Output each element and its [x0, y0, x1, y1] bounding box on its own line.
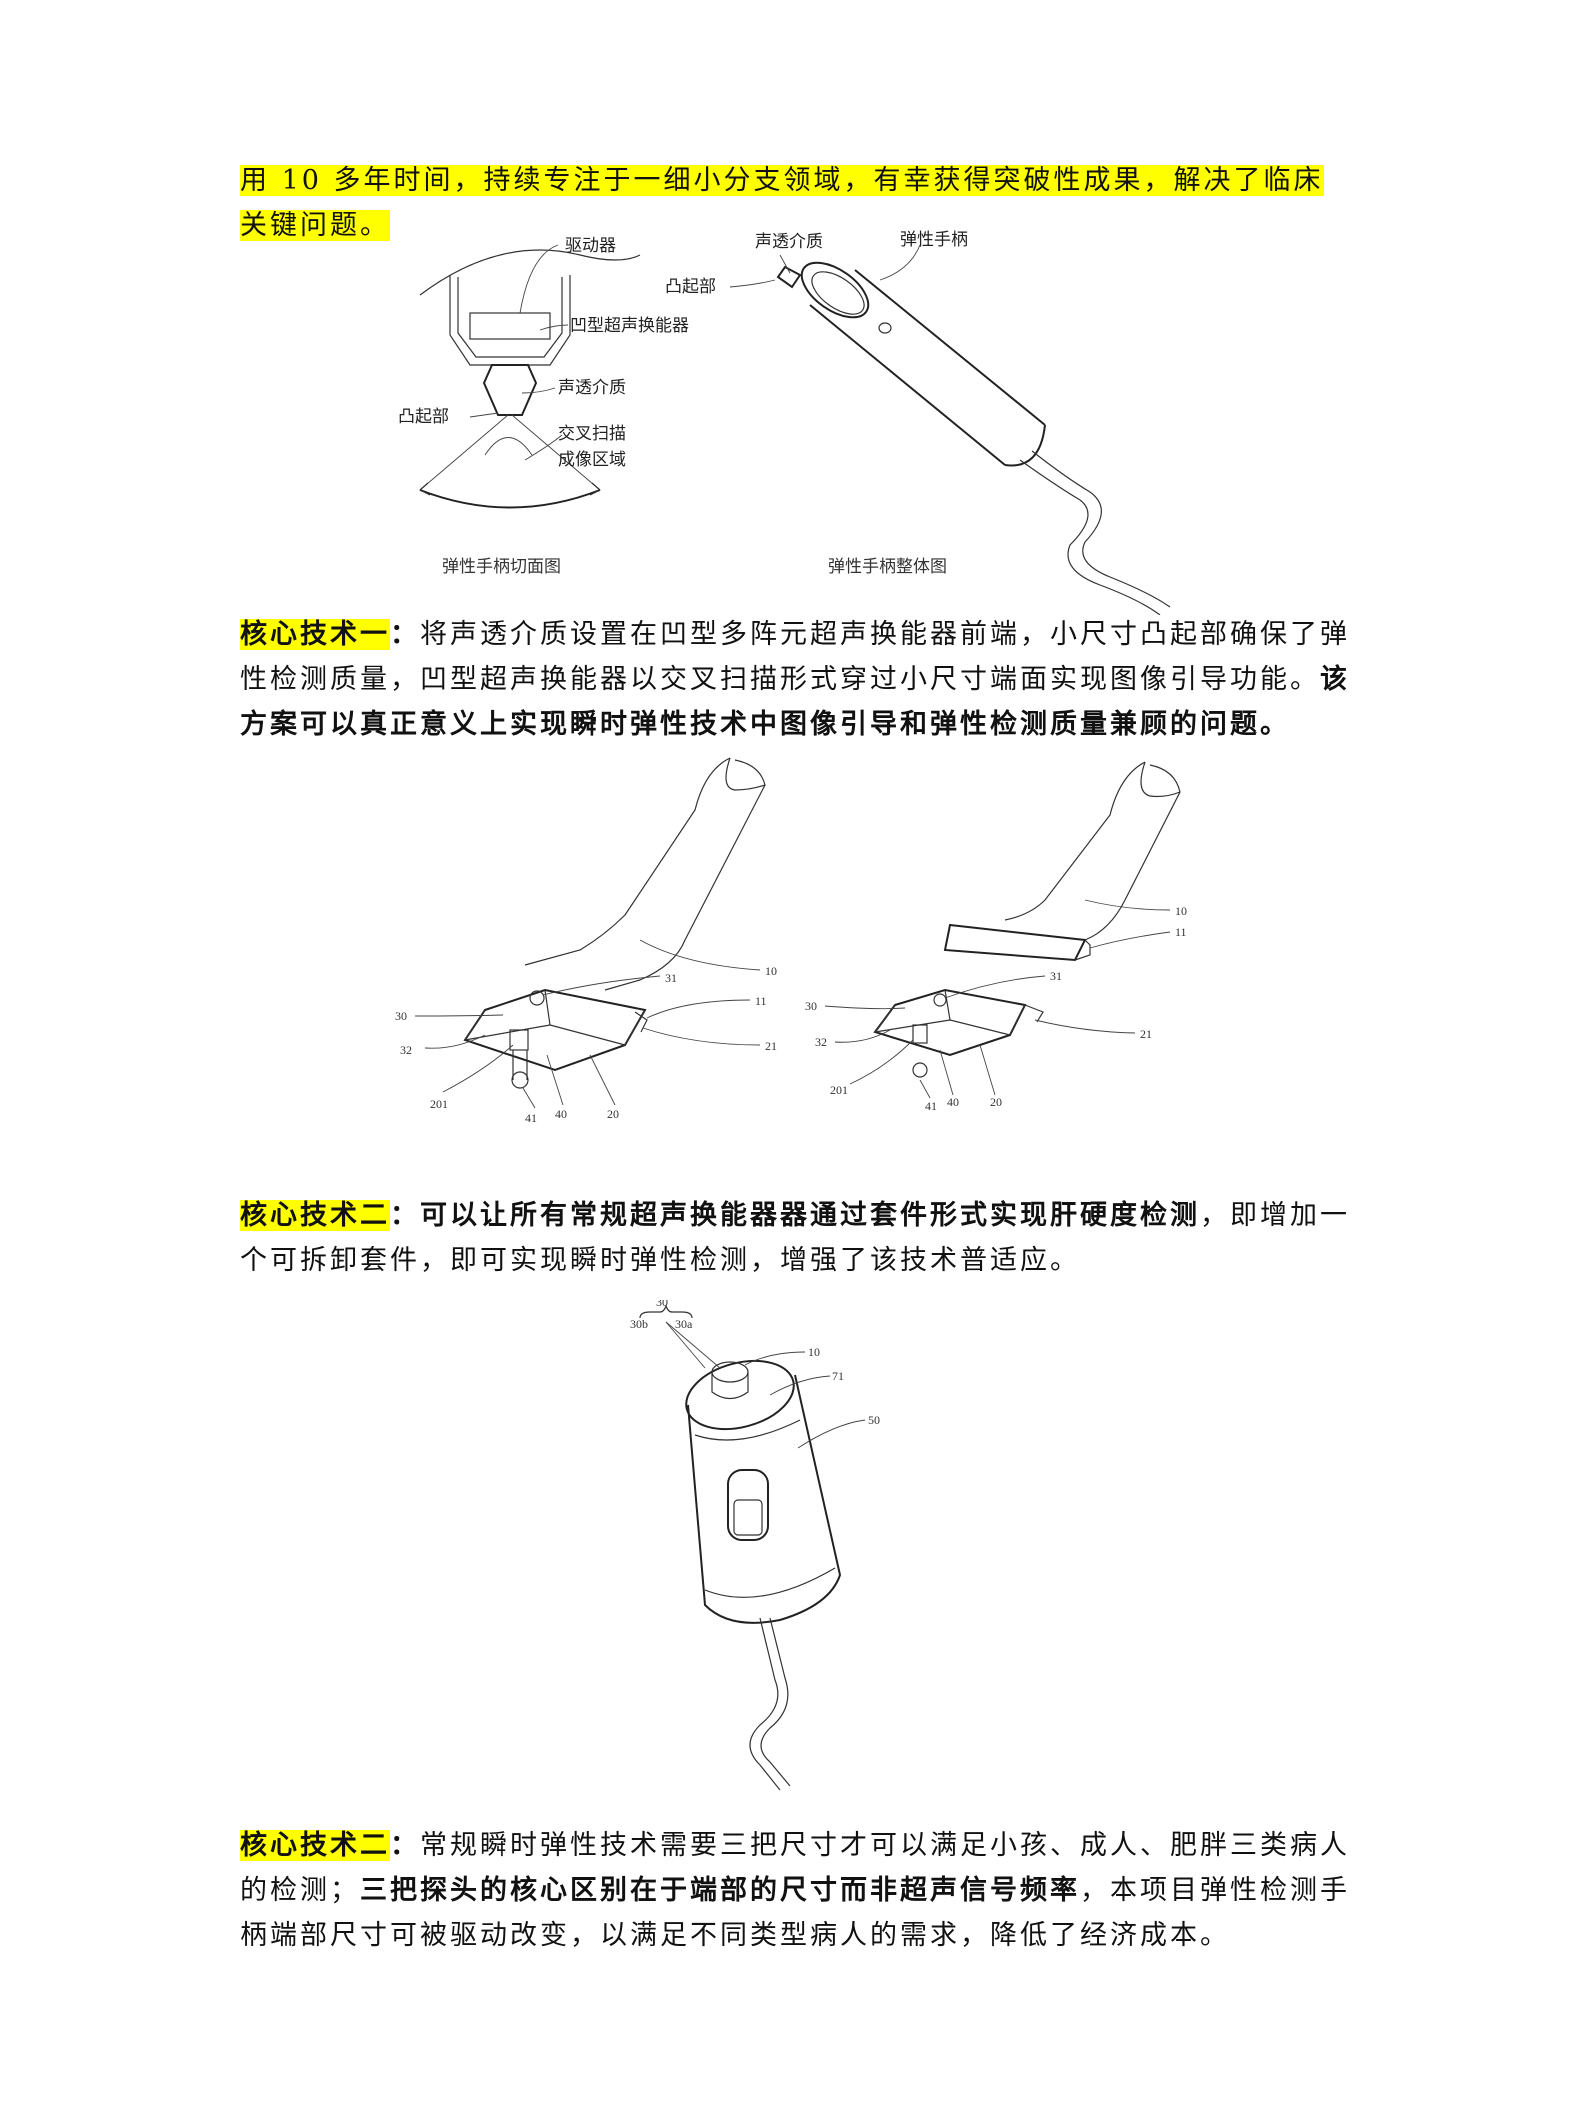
- caption-cross-section: 弹性手柄切面图: [442, 557, 561, 577]
- section-3-heading: 核心技术二: [240, 1830, 390, 1861]
- handle-kit-drawing: [639, 1304, 866, 1791]
- num-left-10: 10: [765, 964, 777, 978]
- num-left-20: 20: [607, 1107, 619, 1121]
- num-30a: 30a: [675, 1317, 693, 1331]
- label-cross-scan: 交叉扫描: [558, 424, 626, 444]
- figure-3-svg: 30 30b 30a 10 71 50: [630, 1300, 880, 1791]
- handle-drawing: [729, 244, 1171, 615]
- num-left-11: 11: [755, 994, 767, 1008]
- num-right-32: 32: [815, 1035, 827, 1049]
- label-bump: 凸起部: [398, 407, 449, 427]
- probe-assembled-leaders: [414, 939, 761, 1109]
- num-right-30: 30: [805, 999, 817, 1013]
- figure-detachable-handle: 30 30b 30a 10 71 50: [620, 1300, 940, 1800]
- section-1-paragraph: 核心技术一：将声透介质设置在凹型多阵元超声换能器前端，小尺寸凸起部确保了弹性检测…: [240, 619, 1350, 740]
- figure-elastic-handle: 驱动器 凹型超声换能器 声透介质 凸起部 交叉扫描 成像区域 弹性手柄切面图 声…: [380, 215, 1200, 615]
- num-left-30: 30: [395, 1009, 407, 1023]
- num-left-40: 40: [555, 1107, 567, 1121]
- figure-probe-kit: 10 31 11 21 30 32 201 41 40 20: [385, 750, 1215, 1190]
- section-3-paragraph: 核心技术二：常规瞬时弹性技术需要三把尺寸才可以满足小孩、成人、肥胖三类病人的检测…: [240, 1830, 1350, 1951]
- figure-2-svg: 10 31 11 21 30 32 201 41 40 20: [395, 757, 1187, 1125]
- num-50: 50: [868, 1413, 880, 1427]
- caption-whole-handle: 弹性手柄整体图: [828, 557, 947, 577]
- section-3-body-1: 常规瞬时弹性技术需要三把尺寸才可以满足小孩、成人、肥胖三类病人的检测；: [240, 1830, 1350, 1906]
- num-left-41: 41: [525, 1111, 537, 1125]
- label-right-handle: 弹性手柄: [900, 230, 968, 250]
- num-right-40: 40: [947, 1095, 959, 1109]
- intro-paragraph: 用 10 多年时间，持续专注于一细小分支领域，有幸获得突破性成果，解决了临床关键…: [240, 158, 1350, 248]
- num-left-31: 31: [665, 971, 677, 985]
- section-3-bold: 三把探头的核心区别在于端部的尺寸而非超声信号频率: [360, 1875, 1080, 1906]
- section-1-heading: 核心技术一: [240, 619, 390, 650]
- label-concave-transducer: 凹型超声换能器: [570, 316, 689, 336]
- section-2-bold: 可以让所有常规超声换能器器通过套件形式实现肝硬度检测: [420, 1200, 1200, 1231]
- num-71: 71: [832, 1369, 844, 1383]
- num-right-20: 20: [990, 1095, 1002, 1109]
- section-2-body: ，即增加一个可拆卸套件，即可实现瞬时弹性检测，增强了该技术普适应。: [240, 1200, 1350, 1276]
- probe-exploded-leaders: [824, 899, 1171, 1099]
- num-10: 10: [808, 1345, 820, 1359]
- cross-section-drawing: [419, 244, 641, 509]
- section-3-body-2: ，本项目弹性检测手柄端部尺寸可被驱动改变，以满足不同类型病人的需求，降低了经济成…: [240, 1875, 1350, 1951]
- num-30: 30: [656, 1300, 668, 1309]
- num-right-41: 41: [925, 1099, 937, 1113]
- section-2-heading: 核心技术二: [240, 1200, 390, 1231]
- figure-1-svg: 驱动器 凹型超声换能器 声透介质 凸起部 交叉扫描 成像区域 弹性手柄切面图 声…: [398, 230, 1171, 615]
- num-right-31: 31: [1050, 969, 1062, 983]
- num-right-10: 10: [1175, 904, 1187, 918]
- num-left-32: 32: [400, 1043, 412, 1057]
- label-driver: 驱动器: [565, 236, 616, 256]
- num-right-201: 201: [830, 1083, 848, 1097]
- num-right-21: 21: [1140, 1027, 1152, 1041]
- probe-exploded-drawing: [873, 761, 1181, 1078]
- label-right-medium: 声透介质: [755, 232, 823, 252]
- label-imaging-region: 成像区域: [558, 450, 626, 470]
- num-left-201: 201: [430, 1097, 448, 1111]
- section-2-paragraph: 核心技术二：可以让所有常规超声换能器器通过套件形式实现肝硬度检测，即增加一个可拆…: [240, 1200, 1350, 1276]
- section-1-body: 将声透介质设置在凹型多阵元超声换能器前端，小尺寸凸起部确保了弹性检测质量，凹型超…: [240, 619, 1350, 695]
- label-right-bump: 凸起部: [665, 277, 716, 297]
- num-30b: 30b: [630, 1317, 648, 1331]
- label-acoustic-medium: 声透介质: [558, 378, 626, 398]
- num-left-21: 21: [765, 1039, 777, 1053]
- probe-assembled-drawing: [463, 757, 766, 1089]
- num-right-11: 11: [1175, 925, 1187, 939]
- section-1-bold: 该方案可以真正意义上实现瞬时弹性技术中图像引导和弹性检测质量兼顾的问题。: [240, 664, 1350, 740]
